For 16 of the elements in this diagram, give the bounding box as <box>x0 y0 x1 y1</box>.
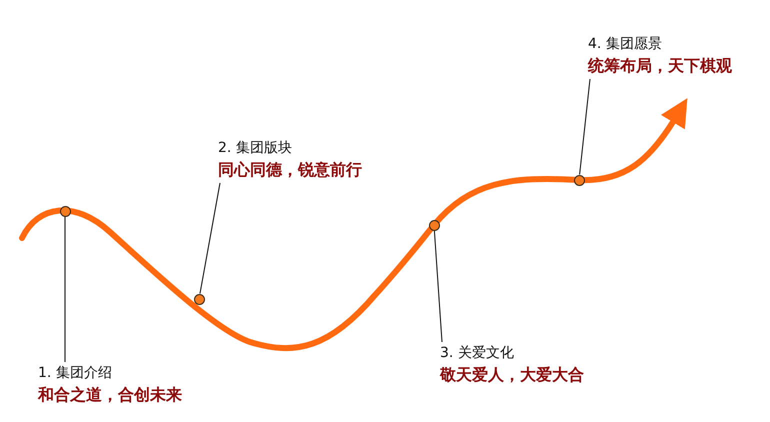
milestone-motto: 同心同德，锐意前行 <box>218 160 362 180</box>
milestone-title: 4. 集团愿景 <box>588 35 663 53</box>
marker-dot <box>574 174 584 186</box>
leader-line <box>199 182 220 294</box>
leader-line <box>579 78 590 176</box>
milestone-title: 2. 集团版块 <box>218 139 293 157</box>
milestone-motto: 统筹布局，天下棋观 <box>588 56 732 76</box>
marker-dot <box>428 220 440 230</box>
marker-dot <box>60 206 70 216</box>
leader-line <box>64 216 66 362</box>
leader-line <box>434 230 442 342</box>
milestone-motto: 和合之道，合创未来 <box>38 385 182 405</box>
milestone-title: 1. 集团介绍 <box>38 364 113 382</box>
milestone-title: 3. 关爱文化 <box>440 344 515 362</box>
marker-dot <box>194 294 204 304</box>
milestone-motto: 敬天爱人，大爱大合 <box>440 365 584 385</box>
